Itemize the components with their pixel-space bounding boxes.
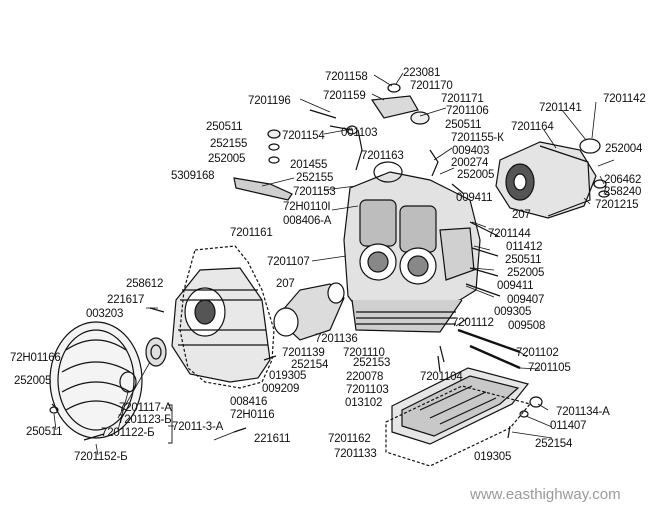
part-label-7201141: 7201141 — [539, 102, 582, 114]
part-label-001103: 001103 — [341, 127, 378, 139]
part-label-009508: 009508 — [508, 320, 546, 332]
part-label-258240: 258240 — [604, 186, 642, 198]
part-label-009209: 009209 — [262, 383, 300, 395]
part-label-003203: 003203 — [86, 308, 124, 320]
part-label-7201103: 7201103 — [346, 384, 389, 396]
part-label-7201102: 7201102 — [516, 347, 559, 359]
part-label-7201142: 7201142 — [603, 93, 646, 105]
part-label-252154-b: 252154 — [535, 438, 573, 450]
sump-bolts — [437, 328, 521, 373]
part-label-258612: 258612 — [126, 278, 164, 290]
part-label-019305-b: 019305 — [474, 451, 512, 463]
part-label-72H01166: 72Н01166 — [10, 352, 61, 364]
part-label-7201153: 7201153 — [293, 186, 336, 198]
part-label-250511-c: 250511 — [505, 254, 542, 266]
part-label-009411-a: 009411 — [456, 192, 493, 204]
studs-right — [451, 183, 501, 297]
part-label-7201123B: 7201123-Б — [118, 414, 172, 426]
part-label-7201136: 7201136 — [315, 333, 358, 345]
part-label-011407: 011407 — [550, 420, 587, 432]
gasket-part — [179, 245, 275, 389]
part-label-72H0116: 72Н0116 — [230, 409, 275, 421]
part-label-250511-b: 250511 — [445, 119, 482, 131]
part-label-72011-3A: 72011-3-А — [172, 421, 224, 433]
part-label-201455: 201455 — [290, 159, 328, 171]
side-cover-part — [495, 138, 610, 219]
part-label-7201161: 7201161 — [230, 227, 273, 239]
timing-cover-part — [171, 267, 271, 383]
part-label-7201159: 7201159 — [323, 90, 366, 102]
part-label-7201134A: 7201134-А — [556, 406, 610, 418]
part-label-7201158: 7201158 — [325, 71, 368, 83]
part-label-252004: 252004 — [605, 143, 643, 155]
part-label-72H0110: 72Н0110І — [283, 201, 331, 213]
adapter-tube-part — [273, 282, 345, 341]
part-label-252005-c: 252005 — [507, 267, 545, 279]
bolts-bottom-left — [49, 307, 277, 441]
part-label-008406A: 008406-А — [283, 215, 332, 227]
part-label-7201171: 7201171 — [441, 93, 484, 105]
part-label-7201106: 7201106 — [446, 105, 489, 117]
part-label-7201163: 7201163 — [361, 150, 404, 162]
part-label-7201144: 7201144 — [488, 228, 531, 240]
part-label-221611: 221611 — [254, 433, 291, 445]
part-label-207-a: 207 — [512, 209, 531, 221]
part-label-7201154: 7201154 — [282, 130, 325, 142]
part-label-013102: 013102 — [345, 397, 383, 409]
part-label-7201139: 7201139 — [282, 347, 325, 359]
bolts-top-left — [267, 109, 353, 164]
part-label-009407: 009407 — [507, 294, 545, 306]
part-label-009305-a: 009305 — [494, 306, 532, 318]
part-label-250511-a: 250511 — [206, 121, 243, 133]
part-label-009411-b: 009411 — [497, 280, 534, 292]
part-label-008416: 008416 — [230, 396, 268, 408]
part-label-7201215: 7201215 — [595, 199, 639, 211]
part-label-7201162: 7201162 — [328, 433, 371, 445]
part-label-252005-a: 252005 — [208, 153, 246, 165]
part-label-7201107: 7201107 — [267, 256, 310, 268]
part-label-7201104: 7201104 — [420, 371, 463, 383]
part-label-252155-b: 252155 — [296, 172, 334, 184]
part-label-252005-d: 252005 — [14, 375, 52, 387]
part-label-019305-a: 019305 — [269, 370, 307, 382]
breather-parts — [346, 83, 439, 183]
part-label-7201133: 7201133 — [334, 448, 377, 460]
part-label-200274: 200274 — [451, 157, 489, 169]
drain-plug-parts — [507, 396, 543, 439]
part-label-7201110: 7201110 — [343, 347, 385, 359]
part-label-221617: 221617 — [107, 294, 145, 306]
oil-sump-pan — [391, 367, 530, 445]
part-label-7201196: 7201196 — [248, 95, 291, 107]
part-label-7201164: 7201164 — [511, 121, 554, 133]
part-label-7201152B: 7201152-Б — [74, 451, 128, 463]
crankcase-block — [343, 171, 481, 333]
part-label-7201117A: 7201117-А — [119, 402, 172, 414]
watermark-text: www.easthighway.com — [470, 486, 621, 503]
part-label-252154-a: 252154 — [291, 359, 329, 371]
part-label-207-b: 207 — [276, 278, 295, 290]
part-label-5309168: 5309168 — [171, 170, 215, 182]
part-label-206462: 206462 — [604, 174, 642, 186]
part-label-7201105: 7201105 — [528, 362, 571, 374]
part-label-250511-d: 250511 — [26, 426, 63, 438]
part-label-252153: 252153 — [353, 357, 391, 369]
leader-lines — [53, 72, 615, 456]
part-label-223081: 223081 — [403, 67, 441, 79]
seal-ring-part — [119, 337, 167, 393]
outer-cover-part — [49, 321, 143, 439]
part-label-009403: 009403 — [452, 145, 490, 157]
part-label-7201122B: 7201122-Б — [101, 427, 155, 439]
part-label-7201170: 7201170 — [410, 80, 453, 92]
part-label-252005-b: 252005 — [457, 169, 495, 181]
part-label-7201155K: 7201155-К — [451, 132, 504, 144]
part-label-220078: 220078 — [346, 371, 384, 383]
part-label-011412: 011412 — [506, 241, 543, 253]
part-label-252155-a: 252155 — [210, 138, 248, 150]
part-label-7201112: 7201112 — [452, 317, 494, 329]
